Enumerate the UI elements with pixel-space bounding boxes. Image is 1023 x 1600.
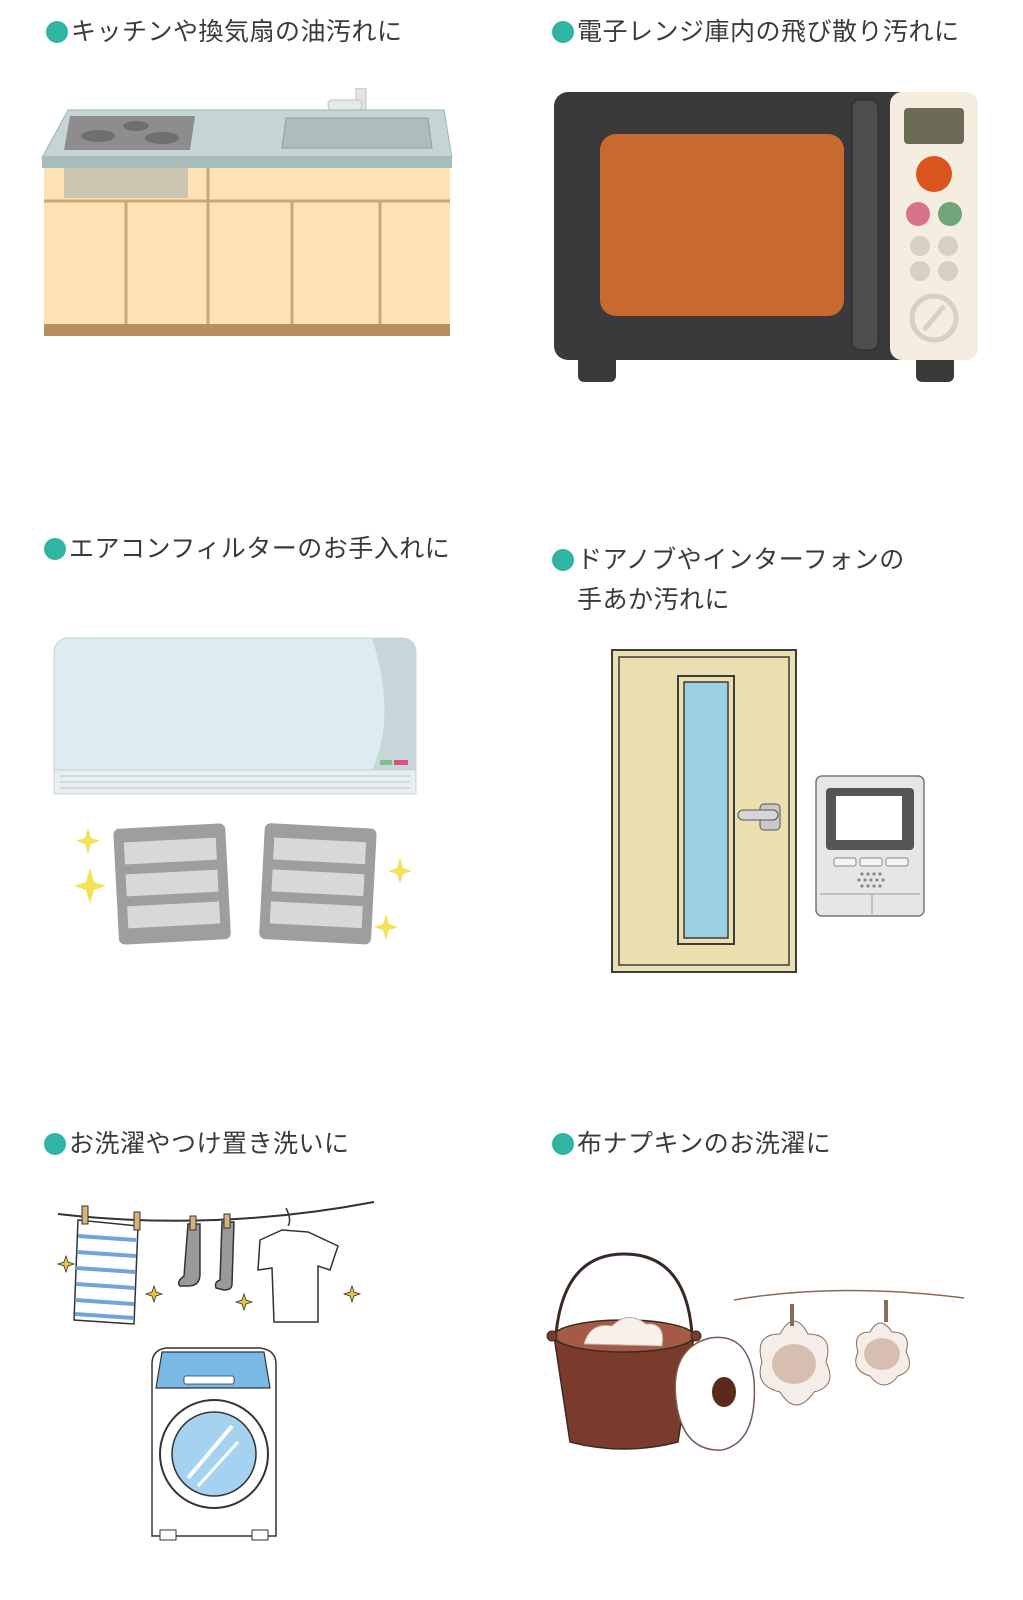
caption-text: ドアノブやインターフォンの: [577, 545, 905, 574]
teal-bullet-icon: [44, 1133, 66, 1155]
caption-cloth-napkin: 布ナプキンのお洗濯に: [552, 1124, 831, 1164]
caption-text: キッチンや換気扇の油汚れに: [71, 17, 403, 46]
air-conditioner-icon: [53, 637, 417, 945]
caption-laundry: お洗濯やつけ置き洗いに: [44, 1124, 350, 1164]
caption-text: エアコンフィルターのお手入れに: [69, 534, 451, 563]
teal-bullet-icon: [552, 1133, 574, 1155]
caption-microwave: 電子レンジ庫内の飛び散り汚れに: [552, 12, 960, 52]
microwave-icon: [554, 92, 978, 382]
caption-air-conditioner: エアコンフィルターのお手入れに: [44, 529, 450, 569]
kitchen-icon: [41, 88, 453, 336]
caption-text: 布ナプキンのお洗濯に: [577, 1129, 832, 1158]
caption-text: お洗濯やつけ置き洗いに: [69, 1129, 350, 1158]
teal-bullet-icon: [44, 538, 66, 560]
teal-bullet-icon: [552, 549, 574, 571]
teal-bullet-icon: [552, 21, 574, 43]
door-intercom-icon: [611, 649, 925, 973]
caption-text-line2: 手あか汚れに: [577, 585, 731, 614]
caption-kitchen: キッチンや換気扇の油汚れに: [46, 12, 403, 52]
laundry-icon: [56, 1201, 375, 1541]
caption-text: 電子レンジ庫内の飛び散り汚れに: [577, 17, 960, 46]
teal-bullet-icon: [46, 21, 68, 43]
cloth-napkin-icon: [546, 1252, 965, 1451]
caption-door: ドアノブやインターフォンの 手あか汚れに: [552, 540, 905, 620]
